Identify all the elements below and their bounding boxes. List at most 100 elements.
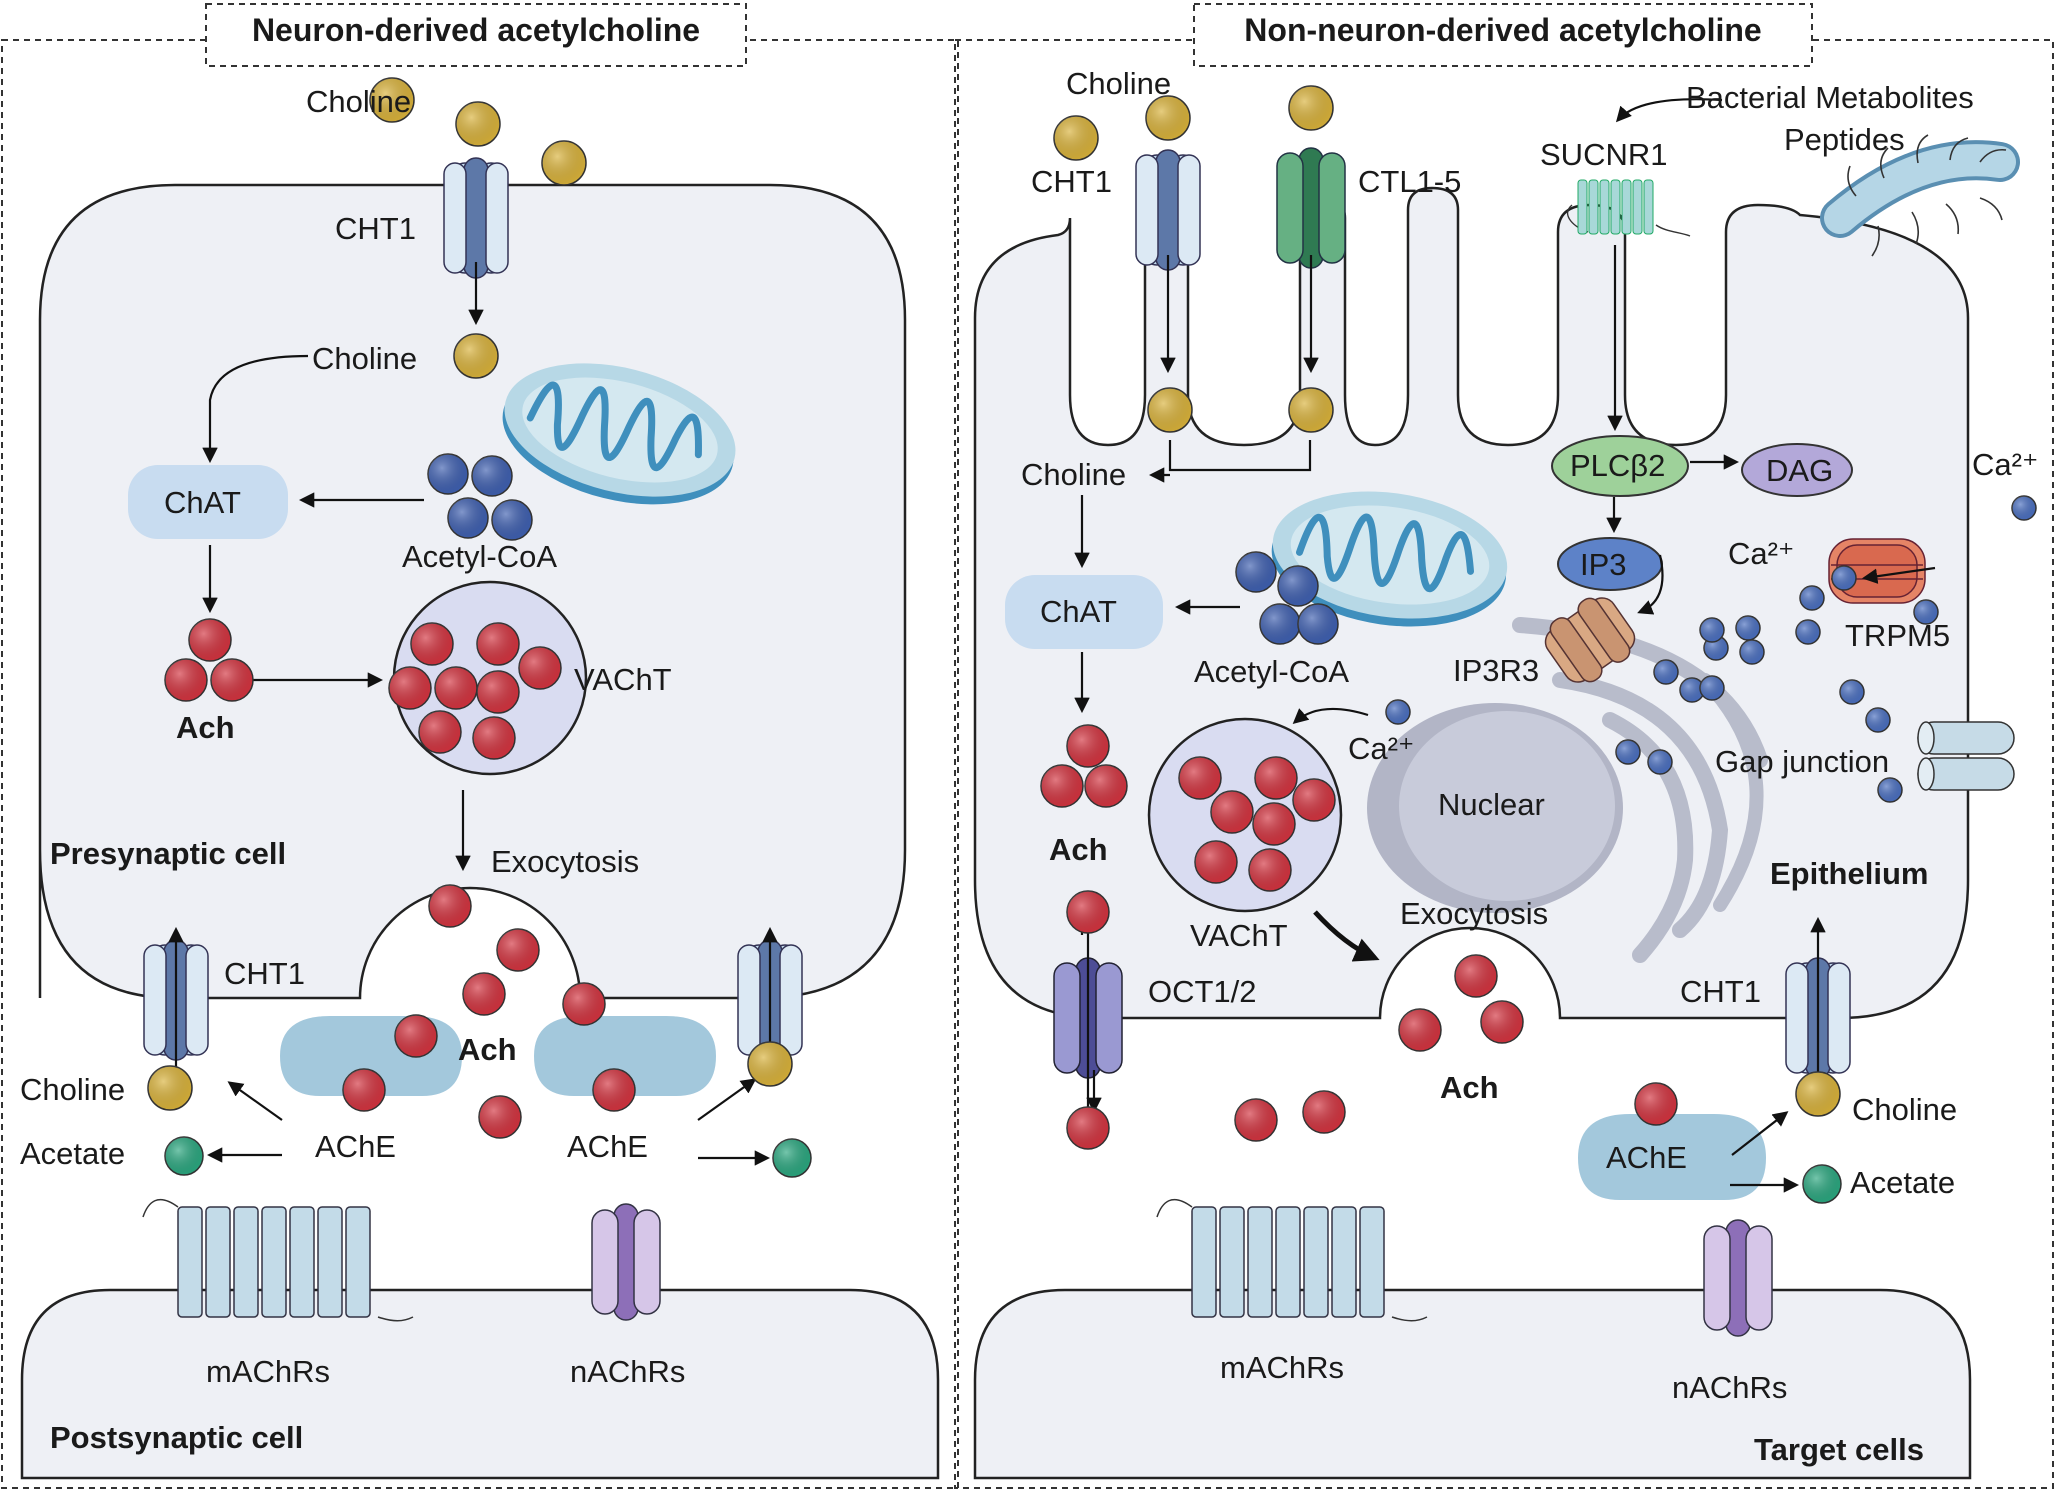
label-vacht-left: VAChT	[574, 662, 672, 697]
calcium-ion-shine	[1700, 676, 1724, 700]
label-postsynaptic: Postsynaptic cell	[50, 1420, 304, 1455]
ach-molecule-shine	[211, 659, 253, 701]
choline-molecule-shine	[1054, 116, 1098, 160]
choline-molecule-shine	[542, 141, 586, 185]
calcium-ion-shine	[1878, 778, 1902, 802]
choline-molecule-shine	[370, 78, 414, 122]
label-chat-right: ChAT	[1040, 594, 1117, 629]
calcium-ion-shine	[1740, 640, 1764, 664]
label-choline-inner-right: Choline	[1021, 457, 1127, 492]
label-choline-inner-left: Choline	[312, 341, 418, 376]
ach-molecule-shine	[1067, 725, 1109, 767]
ach-molecule-shine	[519, 647, 561, 689]
label-cht1-bottom-left: CHT1	[224, 956, 305, 991]
calcium-ion-shine	[1654, 660, 1678, 684]
label-acetylcoa-left: Acetyl-CoA	[402, 539, 558, 574]
ach-molecule-shine	[1481, 1001, 1523, 1043]
choline-molecule-shine	[1796, 1072, 1840, 1116]
label-ip3r3: IP3R3	[1453, 653, 1540, 688]
label-ache-left: AChE	[315, 1129, 396, 1164]
calcium-ion-shine	[1616, 740, 1640, 764]
ach-molecule-shine	[477, 671, 519, 713]
calcium-ion-shine	[1832, 566, 1856, 590]
label-acetylcoa-right: Acetyl-CoA	[1194, 654, 1350, 689]
ach-molecule-shine	[1249, 849, 1291, 891]
label-ach-right: Ach	[1049, 832, 1108, 867]
calcium-ion-shine	[1700, 618, 1724, 642]
ach-molecule-shine	[463, 973, 505, 1015]
label-ach-left: Ach	[176, 710, 235, 745]
label-ache-right: AChE	[1606, 1140, 1687, 1175]
sucnr1-receptor	[1566, 179, 1691, 237]
ach-molecule-shine	[1041, 765, 1083, 807]
ach-molecule-shine	[1253, 803, 1295, 845]
label-oct: OCT1/2	[1148, 974, 1257, 1009]
label-exocytosis-right: Exocytosis	[1400, 896, 1549, 931]
gap-junction	[1917, 721, 2015, 791]
label-nachrs-right: nAChRs	[1672, 1370, 1788, 1405]
target-cell	[973, 1288, 1972, 1480]
plc-enzyme	[1551, 435, 1689, 497]
label-ache-right-left: AChE	[567, 1129, 648, 1164]
label-trpm5: TRPM5	[1845, 618, 1951, 653]
choline-molecule-shine	[456, 102, 500, 146]
left-title-box	[205, 3, 747, 67]
label-choline-out-left: Choline	[20, 1072, 126, 1107]
ach-molecule-shine	[1085, 765, 1127, 807]
label-ctl: CTL1-5	[1358, 164, 1462, 199]
left-title: Neuron-derived acetylcholine	[251, 12, 701, 48]
choline-molecule-shine	[1289, 388, 1333, 432]
ach-molecule-shine	[593, 1069, 635, 1111]
label-plc: PLCβ2	[1570, 448, 1666, 483]
ach-molecule-shine	[1293, 779, 1335, 821]
acetyl-coa-molecule-shine	[472, 456, 512, 496]
label-gap-junction: Gap junction	[1715, 744, 1890, 779]
right-title-box	[1193, 3, 1813, 67]
label-ip3: IP3	[1580, 547, 1627, 582]
right-arrows	[1074, 98, 1936, 1193]
label-vacht-right: VAChT	[1190, 918, 1288, 953]
chat-enzyme	[128, 465, 288, 539]
label-dag: DAG	[1766, 453, 1834, 488]
label-nuclear: Nuclear	[1438, 787, 1545, 822]
peptide-icon	[1820, 134, 2020, 257]
label-target-cells: Target cells	[1754, 1432, 1925, 1467]
calcium-ion-shine	[1680, 678, 1704, 702]
ach-molecule-shine	[419, 711, 461, 753]
ach-molecule-shine	[435, 667, 477, 709]
label-acetate-out-left: Acetate	[20, 1136, 126, 1171]
acetate-molecule-shine	[773, 1139, 811, 1177]
calcium-ion-shine	[1840, 680, 1864, 704]
label-choline-top-left: Choline	[306, 84, 412, 119]
ach-molecule-shine	[411, 623, 453, 665]
left-arrows	[168, 262, 778, 1166]
ach-molecule-shine	[1399, 1009, 1441, 1051]
acetyl-coa-molecule-shine	[428, 454, 468, 494]
label-chat-left: ChAT	[164, 485, 241, 520]
ach-molecule-shine	[1211, 791, 1253, 833]
choline-molecule-shine	[1148, 388, 1192, 432]
label-cht1-bottom-right: CHT1	[1680, 974, 1761, 1009]
label-ca-top: Ca²⁺	[1972, 447, 2039, 482]
label-machrs-right: mAChRs	[1220, 1350, 1345, 1385]
acetate-molecule-shine	[1803, 1165, 1841, 1203]
label-ach-cleft-left: Ach	[458, 1032, 517, 1067]
calcium-ion-shine	[1914, 600, 1938, 624]
ach-molecule-shine	[477, 623, 519, 665]
label-nachrs-left: nAChRs	[570, 1354, 686, 1389]
label-acetate-out-right: Acetate	[1850, 1165, 1956, 1200]
calcium-ion-shine	[1386, 700, 1410, 724]
calcium-ion-shine	[2012, 496, 2036, 520]
acetyl-coa-molecule-shine	[492, 500, 532, 540]
label-cht1-right: CHT1	[1031, 164, 1112, 199]
right-title: Non-neuron-derived acetylcholine	[1244, 12, 1762, 48]
ach-molecule-shine	[395, 1015, 437, 1057]
label-ach-cleft-right: Ach	[1440, 1070, 1499, 1105]
nucleus-icon	[1367, 703, 1623, 913]
ach-molecule-shine	[165, 659, 207, 701]
ach-molecule-shine	[479, 1096, 521, 1138]
ache-right	[534, 1016, 716, 1096]
choline-molecule-shine	[148, 1066, 192, 1110]
ach-molecule-shine	[1303, 1091, 1345, 1133]
